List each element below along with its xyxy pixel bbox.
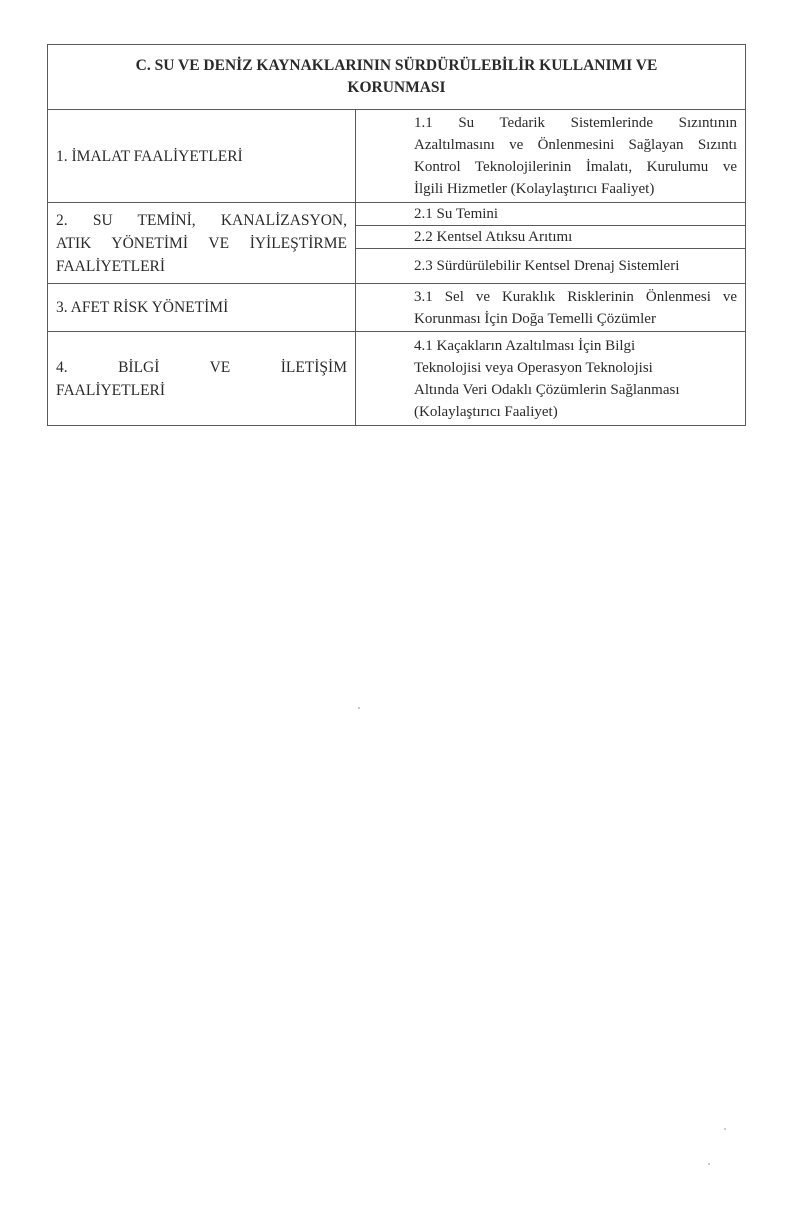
activity-text-line: Azaltılmasını ve Önlenmesini Sağlayan Sı… — [414, 137, 737, 153]
sector-name: ATIK YÖNETİMİ VE İYİLEŞTİRME — [56, 234, 347, 252]
table-row: 4. BİLGİ VE İLETİŞİM FAALİYETLERİ 4.1 Ka… — [47, 331, 746, 426]
sector-cell: 2. SU TEMİNİ, KANALİZASYON, ATIK YÖNETİM… — [47, 202, 356, 284]
activity-text-line: 3.1 Sel ve Kuraklık Risklerinin Önlenmes… — [414, 288, 737, 305]
activity-text-line: Teknolojisi veya Operasyon Teknolojisi — [414, 359, 653, 376]
sector-name: FAALİYETLERİ — [56, 381, 166, 399]
activity-text-line: Kontrol Teknolojilerinin İmalatı, Kurulu… — [414, 159, 737, 175]
table-row: 1. İMALAT FAALİYETLERİ 1.1 Su Tedarik Si… — [47, 109, 746, 203]
activity-sub-item: 2.3 Sürdürülebilir Kentsel Drenaj Sistem… — [414, 258, 680, 274]
scan-speck — [358, 707, 360, 709]
sector-name: 2. SU TEMİNİ, KANALİZASYON, — [56, 211, 347, 229]
table-title: C. SU VE DENİZ KAYNAKLARININ SÜRDÜRÜLEBİ… — [47, 44, 746, 110]
scan-speck — [724, 1128, 726, 1130]
sector-name: 4. BİLGİ VE İLETİŞİM — [56, 358, 347, 376]
scan-speck — [708, 1163, 710, 1165]
sector-name: 1. İMALAT FAALİYETLERİ — [56, 147, 243, 165]
table-title-line: KORUNMASI — [347, 79, 446, 96]
sector-cell: 3. AFET RİSK YÖNETİMİ — [47, 283, 356, 332]
activity-text-line: (Kolaylaştırıcı Faaliyet) — [414, 403, 558, 420]
table-row: 2. SU TEMİNİ, KANALİZASYON, ATIK YÖNETİM… — [47, 202, 746, 284]
activity-cell: 1.1 Su Tedarik Sistemlerinde Sızıntının … — [355, 109, 746, 203]
activity-text-line: 4.1 Kaçakların Azaltılması İçin Bilgi — [414, 337, 636, 354]
activity-cell: 2.1 Su Temini 2.2 Kentsel Atıksu Arıtımı… — [355, 202, 746, 284]
table-title-line: C. SU VE DENİZ KAYNAKLARININ SÜRDÜRÜLEBİ… — [135, 57, 658, 74]
sector-cell: 1. İMALAT FAALİYETLERİ — [47, 109, 356, 203]
activity-text-line: İlgili Hizmetler (Kolaylaştırıcı Faaliye… — [414, 181, 655, 197]
activity-sub-item: 2.1 Su Temini — [356, 203, 745, 226]
table-row: 3. AFET RİSK YÖNETİMİ 3.1 Sel ve Kuraklı… — [47, 283, 746, 332]
sector-name: 3. AFET RİSK YÖNETİMİ — [56, 299, 229, 316]
activity-sub-item: 2.2 Kentsel Atıksu Arıtımı — [356, 226, 745, 249]
activity-text-line: Altında Veri Odaklı Çözümlerin Sağlanmas… — [414, 381, 680, 398]
activity-cell: 4.1 Kaçakların Azaltılması İçin Bilgi Te… — [355, 331, 746, 426]
activities-table: C. SU VE DENİZ KAYNAKLARININ SÜRDÜRÜLEBİ… — [47, 44, 746, 426]
sector-cell: 4. BİLGİ VE İLETİŞİM FAALİYETLERİ — [47, 331, 356, 426]
table-title-row: C. SU VE DENİZ KAYNAKLARININ SÜRDÜRÜLEBİ… — [47, 44, 746, 110]
activity-cell: 3.1 Sel ve Kuraklık Risklerinin Önlenmes… — [355, 283, 746, 332]
activity-text-line: 1.1 Su Tedarik Sistemlerinde Sızıntının — [414, 115, 737, 131]
sector-name: FAALİYETLERİ — [56, 257, 166, 275]
activity-text-line: Korunması İçin Doğa Temelli Çözümler — [414, 310, 656, 327]
